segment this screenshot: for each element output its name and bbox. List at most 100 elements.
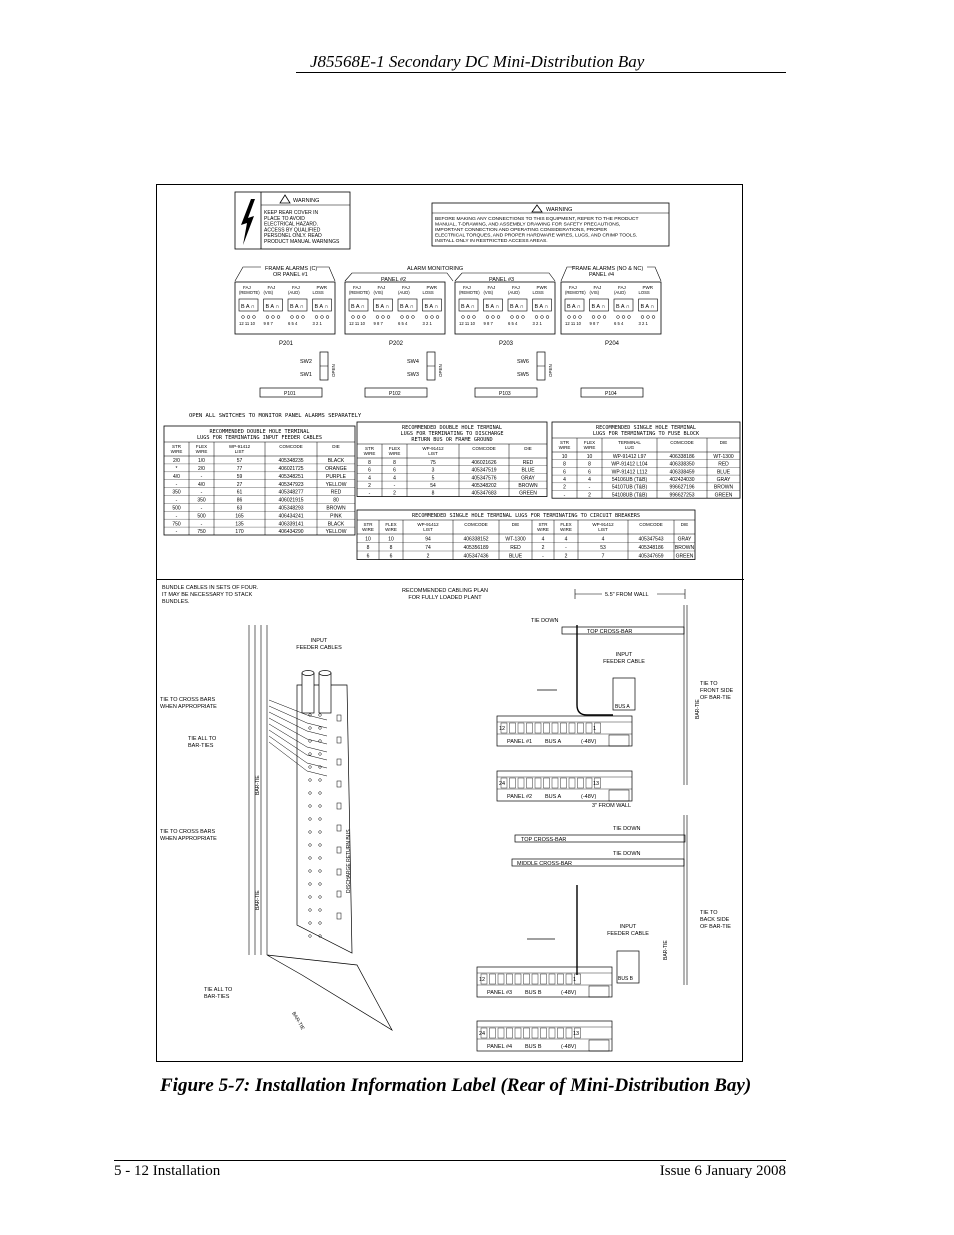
plug-label-box: P104 bbox=[580, 387, 644, 398]
breaker-slot bbox=[480, 973, 488, 985]
table-cell: GRAY bbox=[678, 537, 692, 543]
table-header: WIRE bbox=[560, 527, 572, 532]
warning-right-line: ELECTRICAL TORQUES, AND PROPER HARDWARE … bbox=[435, 233, 637, 239]
tie-cross-bars-note: WHEN APPROPRIATE bbox=[160, 704, 217, 710]
table-cell: 8 bbox=[368, 460, 371, 466]
table-cell: 406434290 bbox=[278, 529, 303, 535]
table-cell: 2 bbox=[563, 485, 566, 491]
table-header: DIE bbox=[720, 440, 728, 445]
alarm-col-sub: (REMOTE) bbox=[565, 290, 586, 295]
table-header: STR bbox=[365, 446, 375, 451]
table-cell: PURPLE bbox=[326, 474, 347, 480]
terminal-labels: B A ∩ bbox=[592, 304, 606, 310]
table-cell: BLACK bbox=[328, 521, 345, 527]
table-cell: 8 bbox=[390, 545, 393, 551]
table-header: WP-91412 bbox=[417, 522, 439, 527]
warning-left-line: ELECTRICAL HAZARD. bbox=[264, 222, 318, 228]
switch-label: SW2 bbox=[300, 359, 312, 365]
tie-cross-bars-note: TIE TO CROSS BARS bbox=[160, 829, 215, 835]
table-cell: GRAY bbox=[521, 475, 535, 481]
table-header: WIRE bbox=[171, 449, 183, 454]
table-cell: 406339141 bbox=[278, 521, 303, 527]
alarm-col-label: FAJ bbox=[569, 285, 577, 290]
table-cell: - bbox=[542, 554, 544, 560]
alarm-col-sub: (AUD) bbox=[398, 290, 410, 295]
table-cell: 4 bbox=[602, 537, 605, 543]
table-cell: 6 bbox=[367, 554, 370, 560]
bar-tie-label: BAR-TIE bbox=[290, 1011, 305, 1032]
table-cell: 405347576 bbox=[471, 475, 496, 481]
connector-label: P202 bbox=[389, 341, 404, 347]
table-header: FLEX bbox=[196, 444, 207, 449]
table-header: DIE bbox=[512, 522, 520, 527]
table-cell: RED bbox=[331, 490, 342, 496]
warning-left-line: PLACE TO AVOID bbox=[264, 216, 305, 222]
footer-issue: Issue 6 January 2008 bbox=[659, 1163, 786, 1179]
table-cell: RED bbox=[510, 545, 521, 551]
bus-a-label: BUS A bbox=[615, 704, 630, 710]
terminal-pin bbox=[246, 315, 251, 319]
terminal-pin bbox=[252, 315, 256, 319]
plug-label-box: P103 bbox=[474, 387, 538, 398]
table-cell: 6 bbox=[563, 469, 566, 475]
table-header: COMCODE bbox=[464, 522, 488, 527]
terminal-pin bbox=[567, 315, 571, 319]
panel-num-right: 13 bbox=[573, 1031, 579, 1037]
breaker-slot bbox=[531, 973, 539, 985]
table-header: WIRE bbox=[362, 527, 374, 532]
table-cell: 2/0 bbox=[198, 466, 205, 472]
input-feeder-cable-label: FEEDER CABLE bbox=[603, 659, 645, 665]
table-cell: 4 bbox=[588, 477, 591, 483]
terminal-labels: B A ∩ bbox=[461, 304, 475, 310]
terminal-pin bbox=[496, 315, 501, 319]
breaker-slot bbox=[534, 777, 542, 789]
terminal-labels: B A ∩ bbox=[641, 304, 655, 310]
header-rule bbox=[296, 72, 786, 73]
terminal-pin bbox=[386, 315, 391, 319]
breaker-slot bbox=[594, 722, 601, 734]
alarm-col-sub: (AUD) bbox=[288, 290, 300, 295]
bar-tie-label: BAR-TIE bbox=[255, 775, 261, 795]
input-feeder-cable-label: INPUT bbox=[616, 652, 633, 658]
panel3-label: PANEL #3 bbox=[489, 277, 514, 283]
breaker-slot bbox=[557, 1027, 564, 1039]
terminal-pin bbox=[540, 315, 544, 319]
page-header-title: J85568E-1 Secondary DC Mini-Distribution… bbox=[310, 52, 645, 71]
breaker-slot bbox=[548, 973, 556, 985]
breaker-slot bbox=[489, 1027, 496, 1039]
table-cell: 406338459 bbox=[669, 469, 694, 475]
bar-tie-label: BAR-TIE bbox=[663, 940, 669, 960]
table-cell: BROWN bbox=[518, 483, 538, 489]
table-cell: 8 bbox=[432, 491, 435, 497]
table-title: RECOMMENDED DOUBLE HOLE TERMINAL bbox=[402, 425, 502, 431]
terminal-pin bbox=[597, 315, 601, 319]
terminal-pin bbox=[515, 315, 520, 319]
terminal-labels: B A ∩ bbox=[616, 304, 630, 310]
switch-open-label: OPEN bbox=[548, 364, 553, 377]
alarm-col-sub: (REMOTE) bbox=[349, 290, 370, 295]
breaker-slot bbox=[480, 1027, 488, 1039]
plug-label-box: P101 bbox=[259, 387, 323, 398]
pin-numbers: 3 2 1 bbox=[313, 321, 323, 326]
table-cell: 402424030 bbox=[669, 477, 694, 483]
table-cell: 405347923 bbox=[278, 482, 303, 488]
terminal-pin bbox=[534, 315, 539, 319]
warning-right-heading: WARNING bbox=[546, 207, 572, 213]
breaker-slot bbox=[514, 1027, 522, 1039]
table-cell: 8 bbox=[393, 460, 396, 466]
terminal-pin bbox=[314, 315, 319, 319]
panel-voltage: (-48V) bbox=[561, 1044, 576, 1050]
breaker-slot bbox=[551, 722, 559, 734]
table-cell: 406021725 bbox=[278, 466, 303, 472]
table-cell: 54107UB (T&B) bbox=[612, 485, 648, 491]
table-cell: - bbox=[176, 498, 178, 504]
table-cell: 405348293 bbox=[278, 506, 303, 512]
terminal-pin bbox=[435, 315, 440, 319]
warning-right-line: INSTALL ONLY IN RESTRICTED ACCESS AREAS. bbox=[435, 238, 548, 244]
table-header: STR bbox=[172, 444, 182, 449]
switch-open-label: OPEN bbox=[438, 364, 443, 377]
